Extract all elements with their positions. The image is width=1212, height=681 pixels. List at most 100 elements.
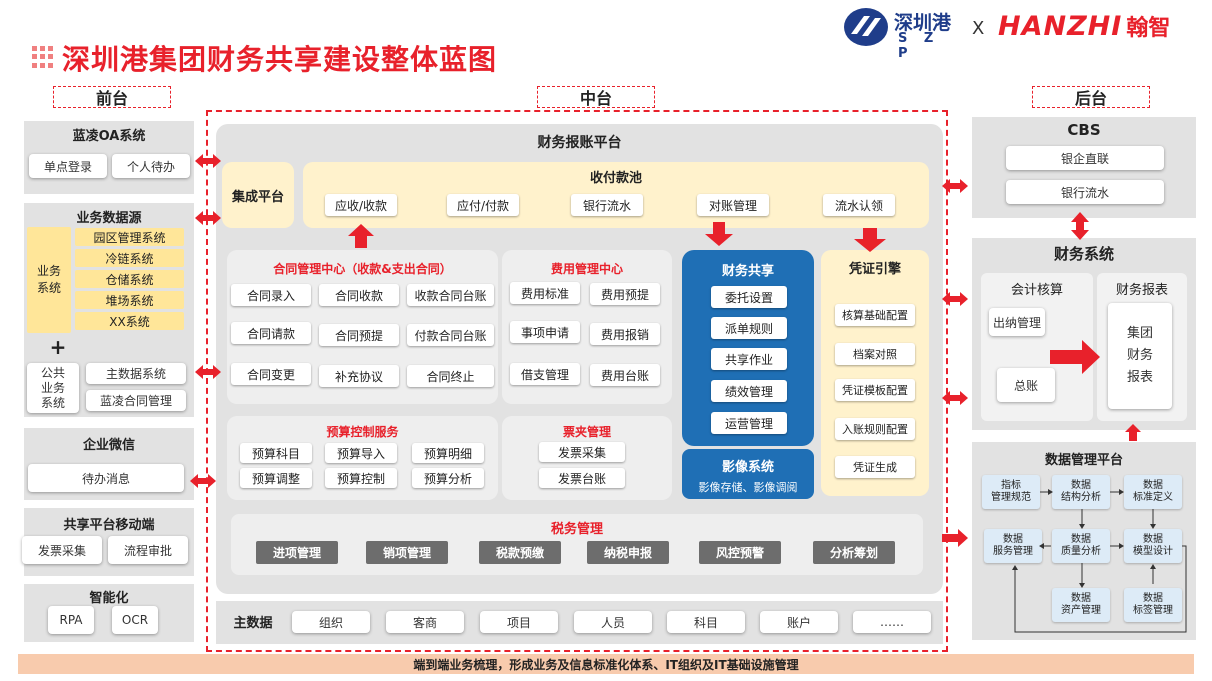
pool-reconciliation[interactable]: 对账管理 (697, 194, 769, 216)
expense-center: 费用管理中心 费用标准 费用预提 事项申请 费用报销 借支管理 费用台账 (502, 250, 672, 404)
biz-system-label: 业务 系统 (27, 227, 71, 333)
loan-management[interactable]: 借支管理 (510, 363, 580, 385)
biz-system-coldchain[interactable]: 冷链系统 (75, 249, 184, 267)
expense-standard[interactable]: 费用标准 (510, 282, 580, 304)
payment-contract-ledger[interactable]: 付款合同台账 (407, 324, 494, 346)
voucher-generation[interactable]: 凭证生成 (835, 456, 915, 478)
shared-operations[interactable]: 共享作业 (711, 348, 787, 370)
operations-management[interactable]: 运营管理 (711, 412, 787, 434)
pool-receivable[interactable]: 应收/收款 (325, 194, 397, 216)
tax-planning[interactable]: 分析筹划 (813, 541, 895, 564)
pool-bank-flow[interactable]: 银行流水 (571, 194, 643, 216)
bank-enterprise-link[interactable]: 银企直联 (1006, 146, 1164, 170)
report-title: 财务报表 (1115, 283, 1168, 298)
data-asset-management[interactable]: 数据 资产管理 (1052, 588, 1110, 622)
section-middle-tag: 中台 (537, 86, 655, 108)
contract-system-button[interactable]: 蓝凌合同管理 (86, 390, 186, 411)
contract-request[interactable]: 合同请款 (231, 322, 311, 344)
master-org[interactable]: 组织 (292, 611, 370, 633)
smart-title: 智能化 (89, 591, 129, 606)
master-subject[interactable]: 科目 (667, 611, 745, 633)
voucher-engine-title: 凭证引擎 (848, 262, 901, 277)
risk-warning[interactable]: 风控预警 (699, 541, 781, 564)
mobile-invoice-button[interactable]: 发票采集 (22, 536, 102, 564)
image-system-title: 影像系统 (721, 460, 774, 475)
data-standard-definition[interactable]: 数据 标准定义 (1124, 475, 1182, 509)
accounting-base-config[interactable]: 核算基础配置 (835, 304, 915, 326)
archive-mapping[interactable]: 档案对照 (835, 343, 915, 365)
dispatch-rules[interactable]: 派单规则 (711, 317, 787, 339)
data-structure-analysis[interactable]: 数据 结构分析 (1052, 475, 1110, 509)
image-system[interactable]: 影像系统 影像存储、影像调阅 (682, 449, 814, 499)
budget-control-item[interactable]: 预算控制 (325, 468, 397, 488)
biz-system-xx[interactable]: XX系统 (75, 312, 184, 330)
indicator-spec[interactable]: 指标 管理规范 (982, 475, 1040, 509)
expense-accrual[interactable]: 费用预提 (590, 283, 660, 305)
item-request[interactable]: 事项申请 (510, 321, 580, 343)
mobile-approval-button[interactable]: 流程审批 (108, 536, 188, 564)
pending-message-button[interactable]: 待办消息 (28, 464, 184, 492)
wechat-panel: 企业微信 待办消息 (24, 428, 194, 500)
hanzhi-logo: HANZHI 翰智 (998, 9, 1170, 43)
finance-platform-title: 财务报账平台 (537, 135, 622, 151)
bank-flow[interactable]: 银行流水 (1006, 180, 1164, 204)
master-project[interactable]: 项目 (480, 611, 558, 633)
supplementary-agreement[interactable]: 补充协议 (319, 365, 399, 387)
data-model-design[interactable]: 数据 模型设计 (1124, 529, 1182, 563)
integration-platform[interactable]: 集成平台 (222, 162, 294, 228)
invoice-ledger[interactable]: 发票台账 (539, 468, 625, 488)
pool-payable[interactable]: 应付/付款 (447, 194, 519, 216)
sso-button[interactable]: 单点登录 (29, 154, 107, 178)
biz-system-park[interactable]: 园区管理系统 (75, 228, 184, 246)
expense-ledger[interactable]: 费用台账 (590, 364, 660, 386)
biz-system-yard[interactable]: 堆场系统 (75, 291, 184, 309)
plus-icon: + (49, 335, 67, 359)
voucher-template-config[interactable]: 凭证模板配置 (835, 379, 915, 401)
delegation-settings[interactable]: 委托设置 (711, 286, 787, 308)
section-back-tag: 后台 (1032, 86, 1150, 108)
contract-receipt[interactable]: 合同收款 (319, 284, 399, 306)
contract-accrual[interactable]: 合同预提 (319, 324, 399, 346)
tax-prepayment[interactable]: 税款预缴 (479, 541, 561, 564)
data-quality-analysis[interactable]: 数据 质量分析 (1052, 529, 1110, 563)
contract-center: 合同管理中心（收款&支出合同） 合同录入 合同收款 收款合同台账 合同请款 合同… (227, 250, 498, 404)
image-system-subtitle: 影像存储、影像调阅 (698, 481, 798, 494)
pool-flow-claim[interactable]: 流水认领 (823, 194, 895, 216)
budget-subject[interactable]: 预算科目 (240, 443, 312, 463)
budget-adjustment[interactable]: 预算调整 (240, 468, 312, 488)
input-tax-management[interactable]: 进项管理 (256, 541, 338, 564)
page-title: 深圳港集团财务共享建设整体蓝图 (62, 43, 498, 76)
master-more[interactable]: …… (853, 611, 931, 633)
posting-rule-config[interactable]: 入账规则配置 (835, 418, 915, 440)
contract-termination[interactable]: 合同终止 (407, 365, 494, 387)
rpa-button[interactable]: RPA (48, 606, 94, 634)
wechat-title: 企业微信 (82, 438, 135, 453)
data-tag-management[interactable]: 数据 标签管理 (1124, 588, 1182, 622)
tax-filing[interactable]: 纳税申报 (587, 541, 669, 564)
invoice-collection[interactable]: 发票采集 (539, 442, 625, 462)
ticket-management: 票夹管理 发票采集 发票台账 (502, 416, 672, 500)
budget-analysis[interactable]: 预算分析 (412, 468, 484, 488)
master-account[interactable]: 账户 (760, 611, 838, 633)
contract-change[interactable]: 合同变更 (231, 363, 311, 385)
group-financial-report[interactable]: 集团 财务 报表 (1108, 303, 1172, 409)
footer-banner: 端到端业务梳理，形成业务及信息标准化体系、IT组织及IT基础设施管理 (18, 654, 1194, 674)
oa-panel: 蓝凌OA系统 单点登录 个人待办 (24, 121, 194, 194)
performance-management[interactable]: 绩效管理 (711, 380, 787, 402)
cbs-panel: CBS 银企直联 银行流水 (972, 117, 1196, 218)
expense-reimbursement[interactable]: 费用报销 (590, 323, 660, 345)
ocr-button[interactable]: OCR (112, 606, 158, 634)
todo-button[interactable]: 个人待办 (112, 154, 190, 178)
master-personnel[interactable]: 人员 (574, 611, 652, 633)
master-data-system-button[interactable]: 主数据系统 (86, 363, 186, 384)
output-tax-management[interactable]: 销项管理 (366, 541, 448, 564)
receipt-contract-ledger[interactable]: 收款合同台账 (407, 284, 494, 306)
master-customer[interactable]: 客商 (386, 611, 464, 633)
contract-entry[interactable]: 合同录入 (231, 284, 311, 306)
general-ledger[interactable]: 总账 (997, 368, 1055, 402)
cashier-management[interactable]: 出纳管理 (989, 308, 1045, 336)
budget-import[interactable]: 预算导入 (325, 443, 397, 463)
budget-detail[interactable]: 预算明细 (412, 443, 484, 463)
data-service-management[interactable]: 数据 服务管理 (984, 529, 1042, 563)
biz-system-warehouse[interactable]: 仓储系统 (75, 270, 184, 288)
